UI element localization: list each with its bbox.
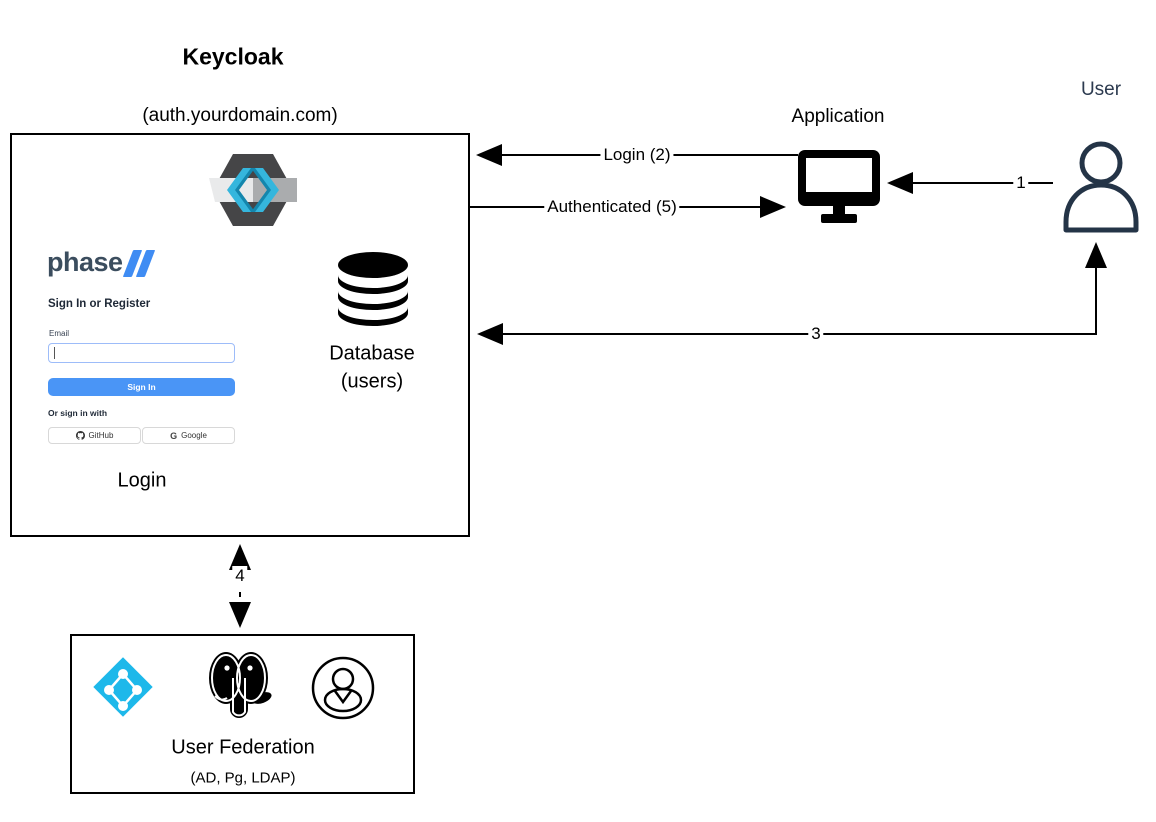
login-label: Login bbox=[117, 469, 167, 492]
signin-heading: Sign In or Register bbox=[48, 298, 151, 310]
database-label: Database bbox=[329, 342, 415, 365]
arrow-label-1: 1 bbox=[1013, 173, 1029, 193]
database-icon bbox=[338, 252, 408, 326]
database-sublabel: (users) bbox=[340, 370, 404, 393]
diagram-subtitle: (auth.yourdomain.com) bbox=[142, 105, 338, 126]
diagram-title: Keycloak bbox=[182, 43, 284, 70]
email-label: Email bbox=[49, 329, 70, 338]
github-button-label: GitHub bbox=[88, 431, 114, 440]
arrow-label-authenticated-5: Authenticated (5) bbox=[544, 197, 680, 217]
arrow-label-3: 3 bbox=[808, 324, 824, 344]
google-button[interactable]: G Google bbox=[142, 427, 235, 444]
arrow-label-login-2: Login (2) bbox=[600, 145, 674, 165]
user-federation-label: User Federation bbox=[171, 736, 315, 759]
monitor-icon bbox=[798, 150, 880, 223]
phase-logo-text: phase bbox=[47, 247, 123, 277]
github-button[interactable]: GitHub bbox=[48, 427, 141, 444]
azure-ad-icon bbox=[93, 657, 153, 717]
google-button-label: Google bbox=[181, 431, 207, 440]
arrow-step-3 bbox=[477, 242, 1107, 345]
phase-slashes-icon bbox=[122, 250, 155, 277]
user-federation-box: User Federation (AD, Pg, LDAP) bbox=[70, 634, 415, 794]
email-input[interactable] bbox=[48, 343, 235, 363]
arrow-label-4: 4 bbox=[232, 566, 248, 586]
or-signin-label: Or sign in with bbox=[48, 408, 108, 418]
postgresql-icon bbox=[209, 652, 272, 718]
keycloak-logo-icon bbox=[209, 154, 297, 226]
keycloak-box: phase Sign In or Register Email Sign In … bbox=[10, 133, 470, 537]
application-label: Application bbox=[791, 106, 885, 127]
github-icon bbox=[75, 431, 85, 440]
user-label: User bbox=[1080, 79, 1122, 100]
phase-logo: phase bbox=[47, 247, 155, 278]
ldap-user-icon bbox=[311, 656, 375, 720]
user-icon bbox=[1063, 141, 1139, 233]
user-federation-sublabel: (AD, Pg, LDAP) bbox=[190, 769, 296, 787]
google-icon: G bbox=[170, 430, 178, 441]
signin-button[interactable]: Sign In bbox=[48, 378, 235, 396]
text-caret bbox=[54, 347, 55, 359]
